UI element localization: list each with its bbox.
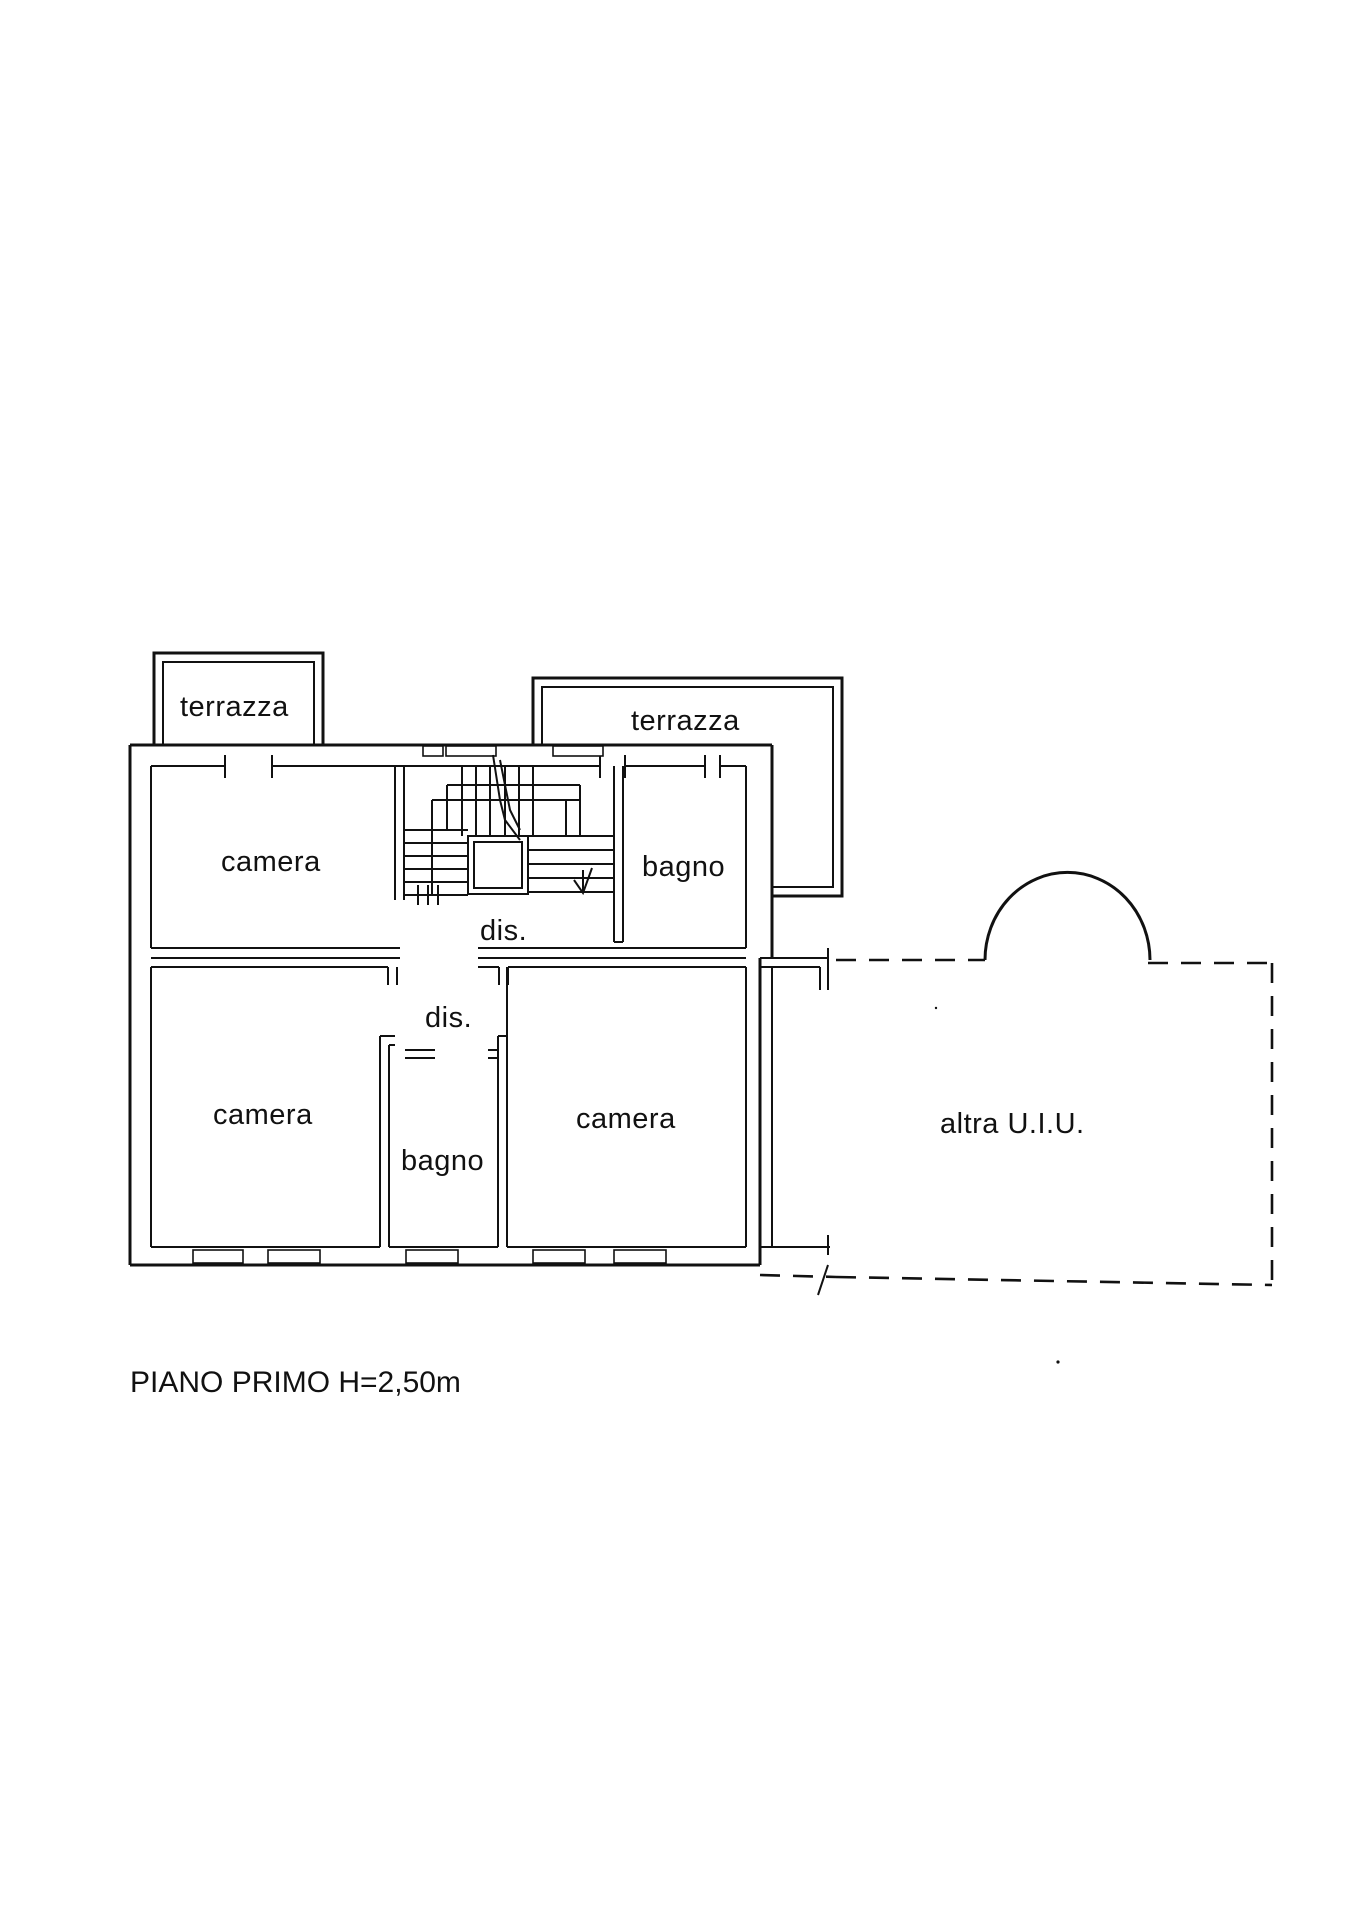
label-camera-top-left: camera <box>221 846 321 878</box>
bottom-windows <box>192 1249 667 1264</box>
label-camera-bottom-left: camera <box>213 1099 313 1131</box>
top-windows <box>422 745 604 757</box>
label-dis-upper: dis. <box>480 915 527 947</box>
label-camera-bottom-right: camera <box>576 1103 676 1135</box>
outer-walls <box>128 743 774 1267</box>
label-altra-uiu: altra U.I.U. <box>940 1108 1085 1140</box>
door-jambs-top <box>224 755 721 778</box>
terrace-right <box>531 676 844 898</box>
label-dis-lower: dis. <box>425 1002 472 1034</box>
label-bagno-bottom: bagno <box>401 1145 484 1177</box>
scan-dot <box>934 1006 938 1010</box>
label-terrazza-right: terrazza <box>631 705 740 737</box>
plan-caption: PIANO PRIMO H=2,50m <box>130 1366 461 1399</box>
label-bagno-top-right: bagno <box>642 851 725 883</box>
interior-walls <box>151 766 746 1247</box>
scan-dot <box>1056 1360 1060 1364</box>
staircase <box>404 754 614 905</box>
label-terrazza-left: terrazza <box>180 691 289 723</box>
terrace-left <box>152 651 325 745</box>
other-unit <box>759 870 1275 1296</box>
